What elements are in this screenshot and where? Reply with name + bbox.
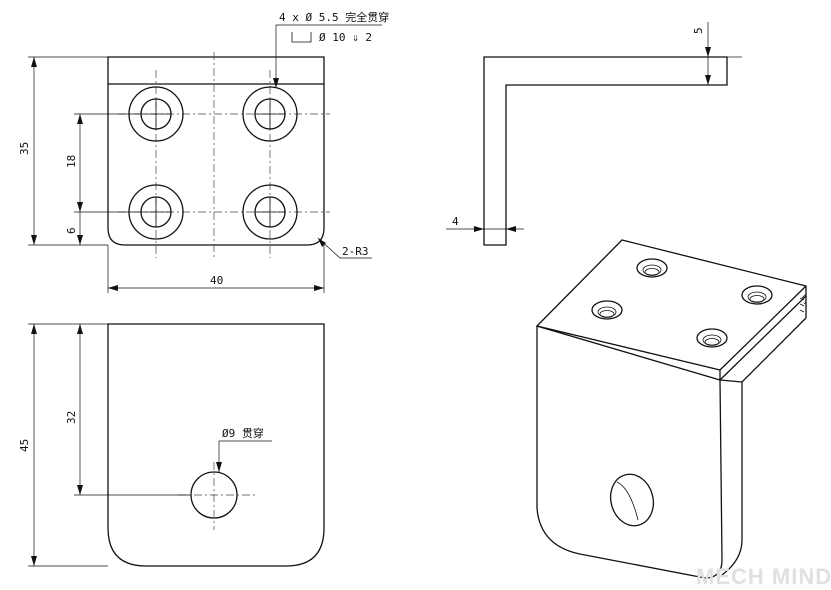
iso-front-face bbox=[536, 326, 723, 579]
callout-radius-text: 2-R3 bbox=[342, 245, 369, 258]
dim-text-40: 40 bbox=[210, 274, 223, 287]
iso-side-face bbox=[721, 382, 743, 576]
side-view: 5 4 bbox=[446, 22, 742, 246]
dim-text-6: 6 bbox=[65, 227, 78, 234]
callout-holes-text: 4 x Ø 5.5 完全贯穿 bbox=[279, 10, 389, 24]
iso-edge bbox=[741, 317, 807, 383]
dim-text-35: 35 bbox=[18, 142, 31, 155]
counterbore-symbol-icon bbox=[291, 32, 312, 43]
bottom-view-outline bbox=[107, 323, 325, 567]
dim-text-5: 5 bbox=[692, 27, 705, 34]
through-hole-callout: Ø9 贯穿 bbox=[216, 426, 272, 472]
dim-text-4: 4 bbox=[452, 215, 459, 228]
callout-counterbore-text: Ø 10 ⇓ 2 bbox=[319, 31, 372, 44]
counterbore-hole bbox=[242, 86, 298, 142]
iso-top-edge bbox=[536, 325, 721, 371]
dimension-hole-spacing-18: 18 bbox=[65, 113, 140, 213]
iso-edge bbox=[719, 379, 743, 383]
radius-callout: 2-R3 bbox=[317, 237, 372, 259]
dim-text-32: 32 bbox=[65, 411, 78, 424]
front-view: 35 18 6 40 bbox=[18, 10, 389, 293]
side-view-outline bbox=[483, 56, 728, 246]
iso-counterbore-hole bbox=[696, 328, 728, 348]
iso-counterbore-hole bbox=[636, 258, 668, 278]
dimension-height-45: 45 bbox=[18, 323, 108, 567]
iso-edge-hatch bbox=[799, 285, 807, 313]
counterbore-hole bbox=[242, 184, 298, 240]
dim-text-45: 45 bbox=[18, 439, 31, 452]
dimension-height-35: 35 bbox=[18, 56, 108, 246]
iso-through-hole bbox=[609, 473, 655, 527]
dimension-thickness-4: 4 bbox=[446, 215, 524, 232]
callout-hole-text: Ø9 贯穿 bbox=[222, 426, 264, 440]
watermark-logo: MECH MIND bbox=[696, 564, 831, 589]
bottom-view: 45 32 Ø9 贯穿 bbox=[18, 323, 325, 567]
iso-top-edge bbox=[719, 285, 807, 371]
dimension-hole-height-32: 32 bbox=[65, 324, 190, 496]
iso-counterbore-hole bbox=[591, 300, 623, 320]
hole-callout: 4 x Ø 5.5 完全贯穿 Ø 10 ⇓ 2 bbox=[273, 10, 389, 88]
front-view-outline bbox=[107, 56, 325, 246]
dimension-thickness-5: 5 bbox=[692, 22, 742, 85]
dim-text-18: 18 bbox=[65, 155, 78, 168]
dimension-width-40: 40 bbox=[107, 245, 325, 293]
iso-counterbore-hole bbox=[741, 285, 773, 305]
dimension-hole-offset-6: 6 bbox=[65, 212, 83, 245]
iso-top-face bbox=[535, 239, 807, 381]
isometric-view bbox=[535, 239, 807, 579]
